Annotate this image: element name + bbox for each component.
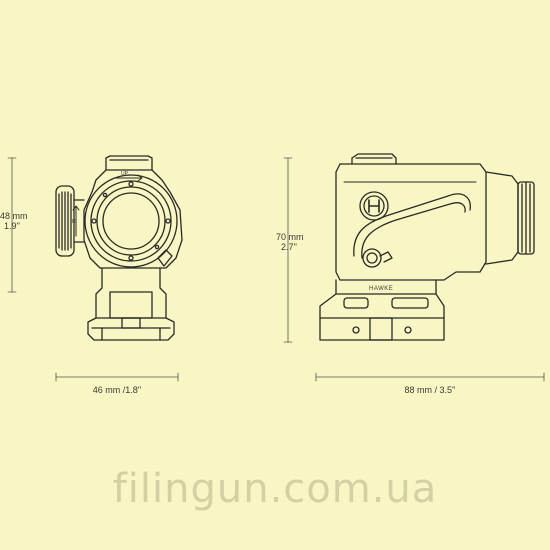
front-lens-inner-ring [96, 186, 166, 256]
side-top-turret [351, 153, 397, 165]
side-height-mm: 70 mm [276, 232, 304, 242]
turret-up-label: UP [121, 171, 129, 177]
side-h-knob [359, 191, 389, 221]
side-height-in: 2.7'' [281, 242, 297, 252]
front-body [83, 169, 183, 269]
brand-label: HAWKE [369, 286, 393, 292]
side-button [362, 248, 382, 268]
side-body [335, 163, 487, 281]
front-mount [87, 267, 175, 341]
front-height-mm: 48 mm [0, 211, 28, 221]
front-lens-outer-ring [84, 174, 178, 268]
dimension-lines [7, 157, 545, 382]
side-eyepiece [485, 171, 519, 265]
front-left-knob [55, 185, 85, 257]
front-height-in: 1.9'' [4, 221, 20, 231]
front-width-label: 46 mm /1.8'' [93, 385, 142, 395]
watermark: filingun.com.ua [112, 466, 438, 512]
front-top-turret [105, 155, 153, 167]
turret-r-label: R [72, 219, 76, 225]
side-view [319, 153, 535, 341]
front-view [55, 155, 183, 341]
side-length-label: 88 mm / 3.5'' [405, 385, 456, 395]
